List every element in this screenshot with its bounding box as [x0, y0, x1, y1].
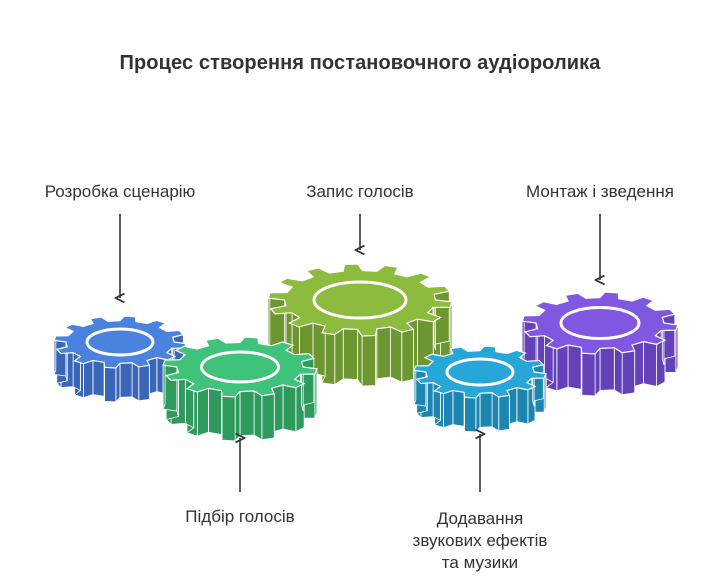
gear-4 [413, 345, 547, 433]
label-step-4-line-1: Додавання [436, 509, 524, 528]
label-step-2: Підбір голосів [185, 507, 295, 526]
arrows-group [120, 214, 600, 492]
label-step-4: Додавання звукових ефектів та музики [380, 508, 580, 574]
label-step-4-line-3: та музики [441, 553, 519, 572]
label-step-3: Запис голосів [306, 182, 414, 201]
gear-5 [521, 291, 679, 397]
diagram-title: Процес створення постановочного аудіорол… [119, 52, 601, 74]
gear-2 [162, 336, 318, 442]
label-step-1: Розробка сценарію [44, 182, 196, 201]
label-step-4-line-2: звукових ефектів [412, 531, 548, 550]
gear-1 [53, 315, 187, 403]
gears-group [53, 263, 679, 442]
label-step-5: Монтаж і зведення [526, 182, 674, 201]
gear-3 [267, 263, 453, 388]
